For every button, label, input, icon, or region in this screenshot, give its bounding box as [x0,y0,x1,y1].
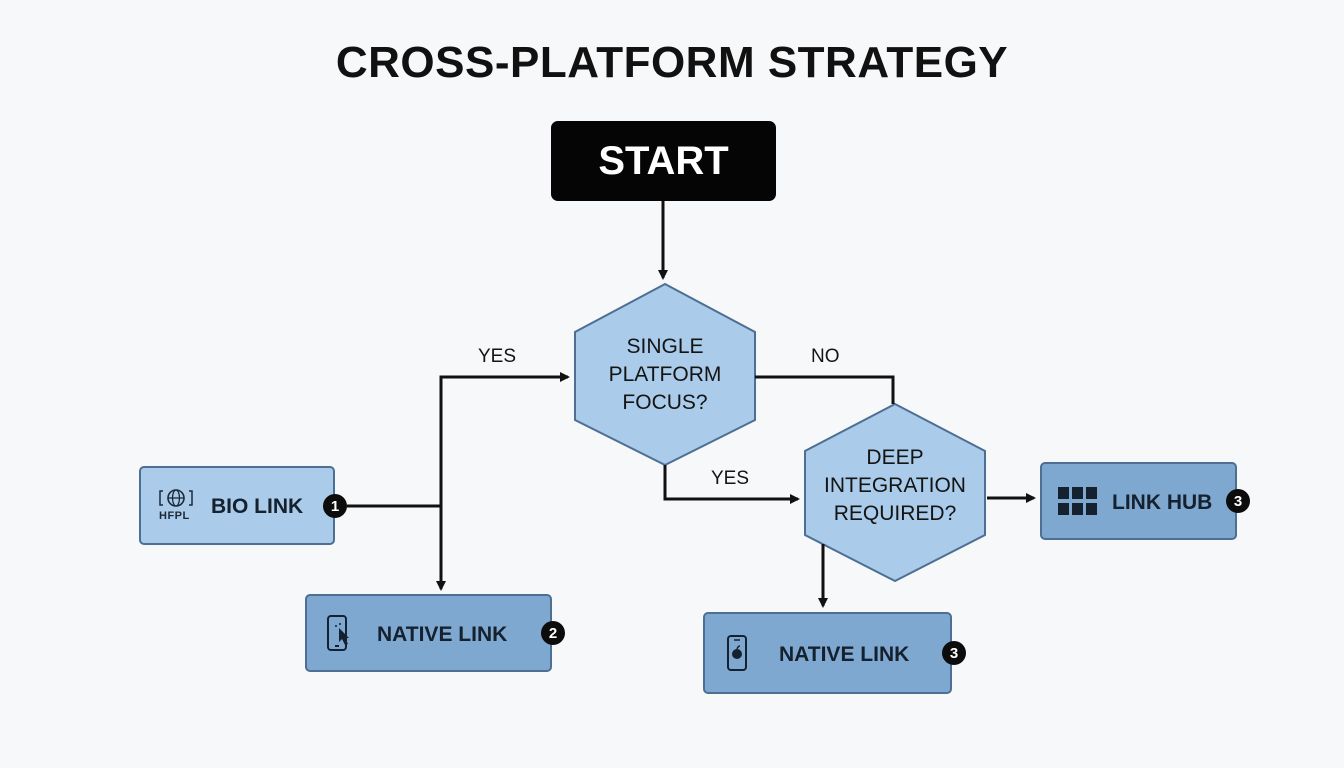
decision-single-platform-label: SINGLE PLATFORM FOCUS? [585,333,745,417]
diagram-title: CROSS-PLATFORM STRATEGY [335,38,1009,87]
native-link-left-node: NATIVE LINK [305,594,552,672]
decision-deep-integration-shape [804,402,986,583]
edge-q1-yes-to-q2 [663,465,800,504]
decision-deep-integration-line-2: INTEGRATION [824,474,966,497]
phone-apple-icon [725,634,751,674]
bio-link-node: HFPL BIO LINK [139,466,335,545]
decision-deep-integration-label: DEEP INTEGRATION REQUIRED? [810,444,980,528]
native-link-left-badge: 2 [541,621,565,645]
decision-deep-integration-line-3: REQUIRED? [833,502,957,525]
link-hub-badge: 3 [1226,489,1250,513]
bio-link-badge: 1 [323,494,347,518]
edge-q1-no-to-q2 [755,375,895,404]
edge-label-no: NO [811,346,840,367]
native-link-right-label: NATIVE LINK [779,643,910,666]
grid-icon [1057,486,1101,518]
edge-label-yes-left: YES [478,346,517,367]
decision-single-platform-line-1: SINGLE [626,335,704,358]
edge-label-yes-bottom: YES [711,468,750,489]
link-hub-label: LINK HUB [1112,491,1213,514]
link-hub-node: LINK HUB [1040,462,1237,540]
bio-link-label: BIO LINK [211,495,304,518]
decision-single-platform-line-3: FOCUS? [622,391,708,414]
phone-tap-icon [325,614,355,654]
native-link-left-label: NATIVE LINK [377,623,508,646]
bio-link-icon-text: HFPL [159,510,190,522]
decision-deep-integration-line-1: DEEP [866,446,924,469]
native-link-right-node: NATIVE LINK [703,612,952,694]
globe-icon: HFPL [157,488,197,524]
native-link-right-badge: 3 [942,641,966,665]
edge-biolink-to-q1 [347,372,570,508]
start-node: START [551,121,776,201]
decision-single-platform-line-2: PLATFORM [608,363,722,386]
